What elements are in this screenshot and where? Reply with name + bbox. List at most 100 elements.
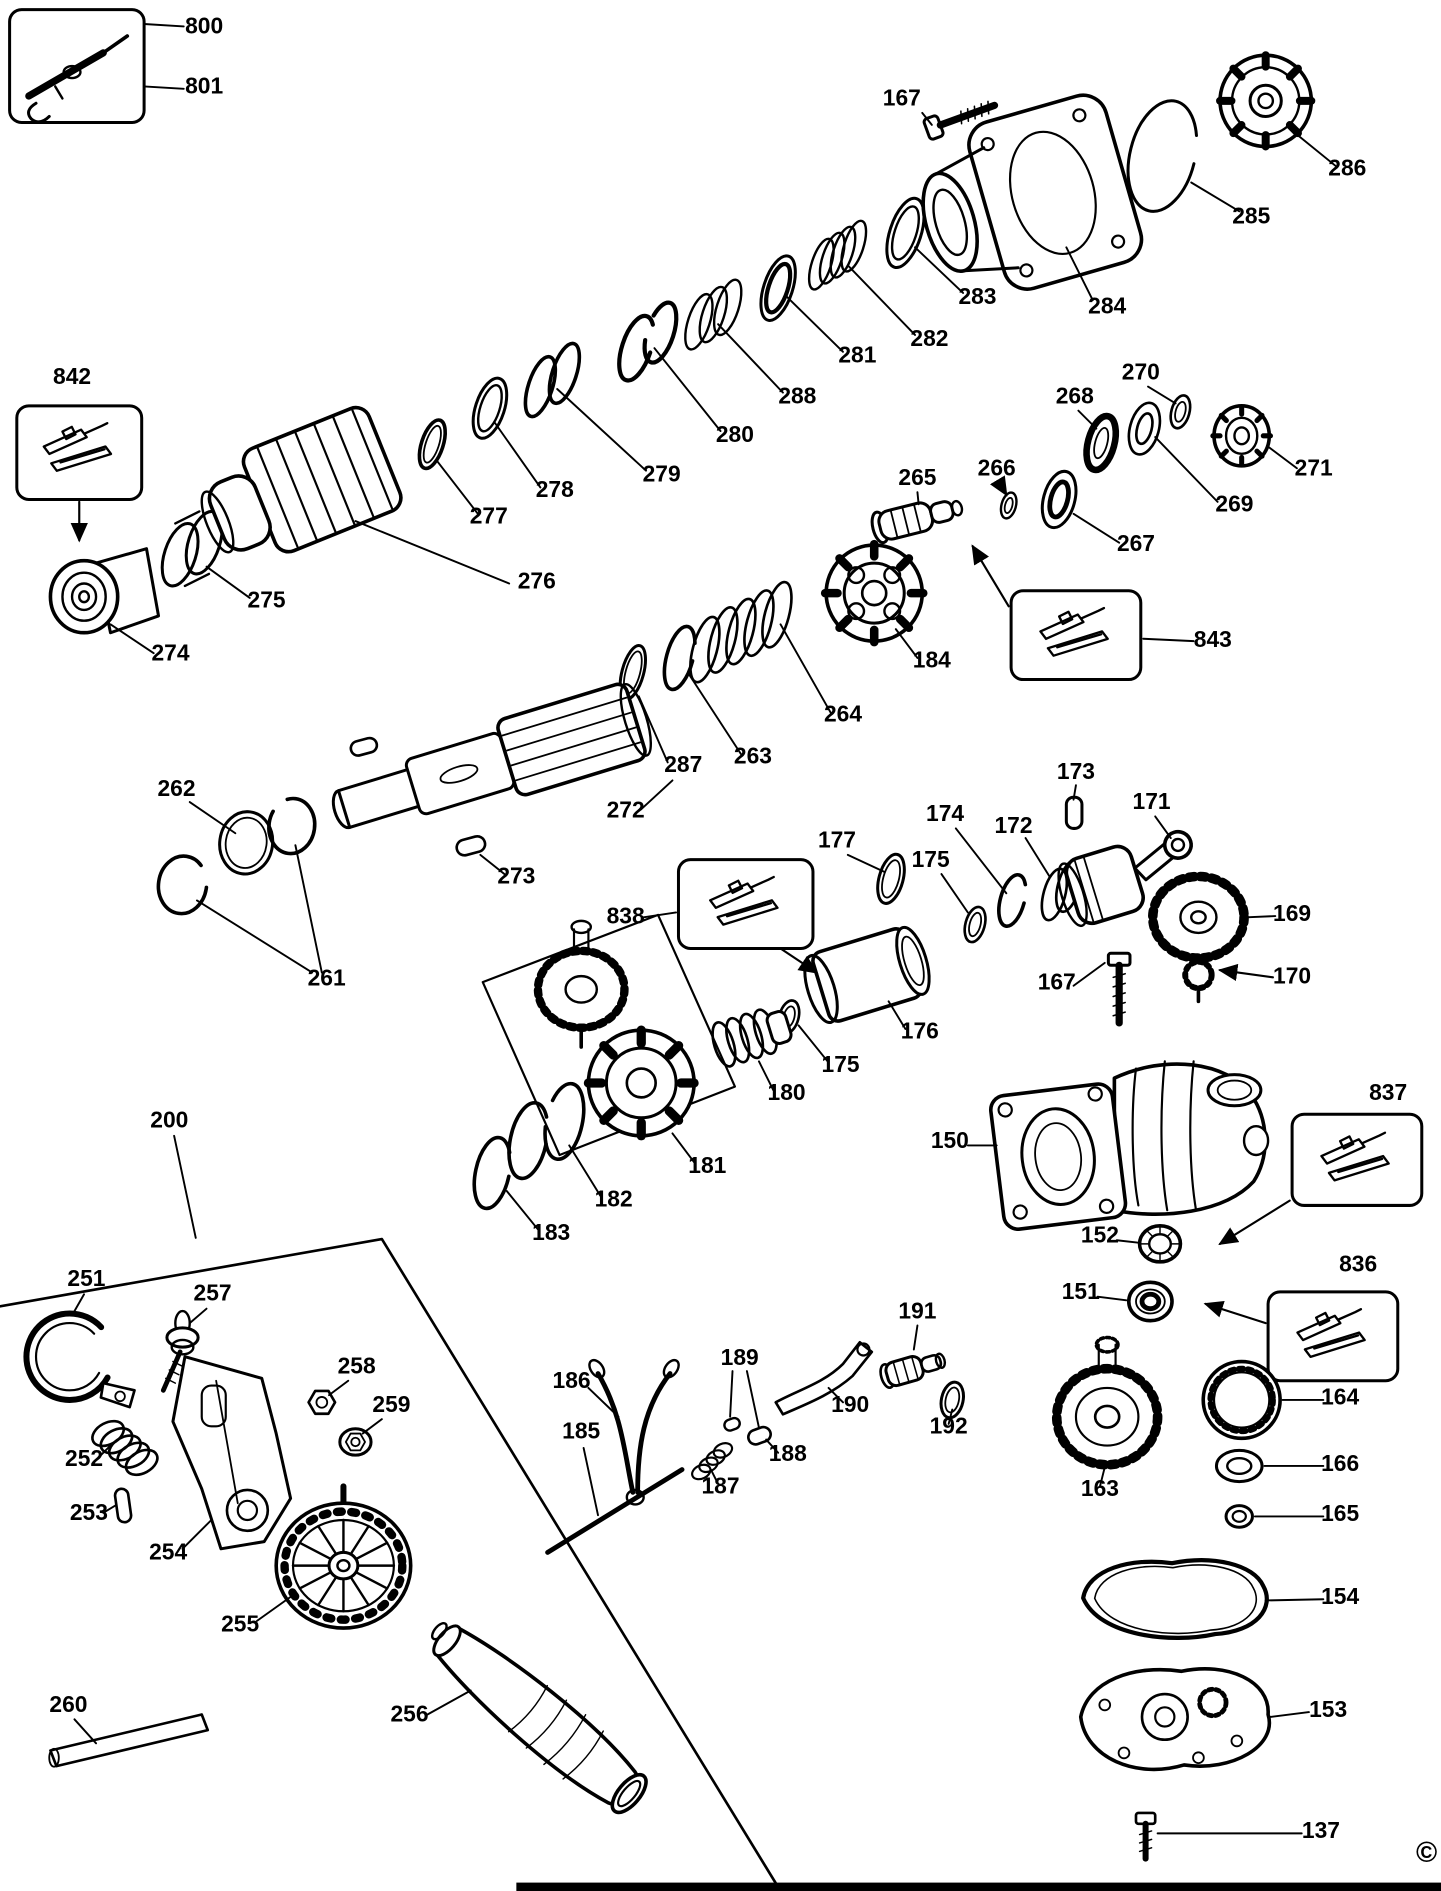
lube-box-837 (1290, 1112, 1424, 1207)
part-283-ring (885, 196, 926, 270)
part-label-256: 256 (390, 1701, 428, 1727)
part-label-152: 152 (1081, 1222, 1119, 1248)
part-164-ring-gear (1201, 1359, 1282, 1441)
part-153-cover (1078, 1667, 1272, 1772)
part-label-181: 181 (688, 1152, 726, 1178)
copyright-symbol: © (1416, 1837, 1437, 1869)
part-label-259: 259 (372, 1391, 410, 1417)
part-191-knob-shaft (879, 1352, 947, 1389)
part-label-163: 163 (1081, 1475, 1119, 1501)
part-279-rings (523, 341, 582, 419)
part-label-187: 187 (701, 1473, 739, 1499)
lube-box-842 (15, 404, 144, 501)
part-260-rod (48, 1713, 210, 1768)
lube-applicator-icon (1039, 606, 1109, 657)
part-label-272: 272 (607, 797, 645, 823)
part-label-172: 172 (994, 812, 1032, 838)
part-271-cap-nut (1213, 404, 1271, 468)
tool-overview-box (8, 8, 146, 124)
part-label-275: 275 (248, 587, 286, 613)
part-label-151: 151 (1062, 1278, 1100, 1304)
part-269-washer (1127, 401, 1162, 456)
part-257-wing-bolt (160, 1309, 200, 1393)
part-label-190: 190 (831, 1391, 869, 1417)
part-label-186: 186 (553, 1367, 591, 1393)
part-150-gear-housing (988, 1060, 1270, 1231)
part-label-176: 176 (901, 1018, 939, 1044)
part-label-184: 184 (913, 647, 951, 673)
part-181-subassembly (481, 913, 736, 1157)
part-label-169: 169 (1273, 900, 1311, 926)
part-label-285: 285 (1232, 202, 1270, 228)
part-label-836: 836 (1339, 1250, 1377, 1276)
part-label-263: 263 (734, 743, 772, 769)
part-263-snap-ring (662, 624, 697, 692)
part-278-ring (471, 376, 509, 440)
part-label-257: 257 (194, 1279, 232, 1305)
part-267-seal (1040, 469, 1078, 530)
part-252-spring (91, 1419, 159, 1477)
part-264-spring (689, 580, 793, 684)
part-154-gasket (1081, 1558, 1269, 1640)
part-label-170: 170 (1273, 962, 1311, 988)
region-200-boundary (0, 1237, 782, 1891)
part-265-valve (870, 499, 964, 545)
part-label-800: 800 (185, 13, 223, 39)
part-label-283: 283 (958, 283, 996, 309)
part-281-seal-ring (759, 254, 797, 322)
part-label-258: 258 (338, 1353, 376, 1379)
part-label-279: 279 (643, 460, 681, 486)
part-192-o-ring (939, 1380, 965, 1420)
part-177-o-ring (876, 852, 906, 905)
lube-applicator-icon (709, 875, 779, 926)
part-label-278: 278 (536, 476, 574, 502)
part-280-snap-rings (617, 300, 679, 383)
part-label-269: 269 (1215, 490, 1253, 516)
part-163-gear (1051, 1335, 1163, 1470)
part-175-ring-a (963, 905, 987, 944)
lube-box-836 (1266, 1290, 1400, 1383)
part-256-side-handle (430, 1622, 648, 1815)
part-label-271: 271 (1295, 454, 1333, 480)
part-label-273: 273 (497, 863, 535, 889)
part-272-spindle (331, 682, 652, 830)
part-label-843: 843 (1194, 626, 1232, 652)
part-label-267: 267 (1117, 530, 1155, 556)
part-label-177: 177 (818, 827, 856, 853)
part-label-284: 284 (1088, 292, 1126, 318)
part-label-286: 286 (1328, 154, 1366, 180)
part-258-nut (307, 1389, 337, 1416)
part-183-snap-ring (472, 1135, 513, 1211)
part-label-281: 281 (838, 342, 876, 368)
part-273-pin (455, 834, 487, 857)
part-171-piston-conrod (1057, 829, 1193, 928)
part-284-front-housing (921, 93, 1144, 291)
part-label-175: 175 (912, 846, 950, 872)
part-182-snap-rings (507, 1081, 586, 1181)
part-label-174: 174 (926, 800, 964, 826)
part-label-261: 261 (308, 965, 346, 991)
part-270-washer (1169, 394, 1192, 430)
part-254-bracket (171, 1355, 293, 1551)
part-label-150: 150 (931, 1127, 969, 1153)
part-170-pinion (1182, 958, 1215, 1004)
part-173-wrist-pin (1064, 795, 1084, 830)
part-259-flange-nut (338, 1427, 373, 1457)
part-label-265: 265 (898, 464, 936, 490)
part-label-838: 838 (607, 902, 645, 928)
part-label-183: 183 (532, 1219, 570, 1245)
part-label-842: 842 (53, 363, 91, 389)
part-label-801: 801 (185, 73, 223, 99)
part-label-171: 171 (1133, 788, 1171, 814)
part-label-251: 251 (67, 1265, 105, 1291)
part-255-wheel (274, 1483, 413, 1630)
part-label-154: 154 (1321, 1583, 1359, 1609)
part-label-282: 282 (910, 325, 948, 351)
part-176-cylinder-tube (803, 925, 931, 1024)
lube-box-843 (1009, 589, 1143, 682)
footer-bar (516, 1882, 1441, 1891)
lube-applicator-icon (42, 421, 113, 472)
part-272-pin (349, 736, 379, 757)
